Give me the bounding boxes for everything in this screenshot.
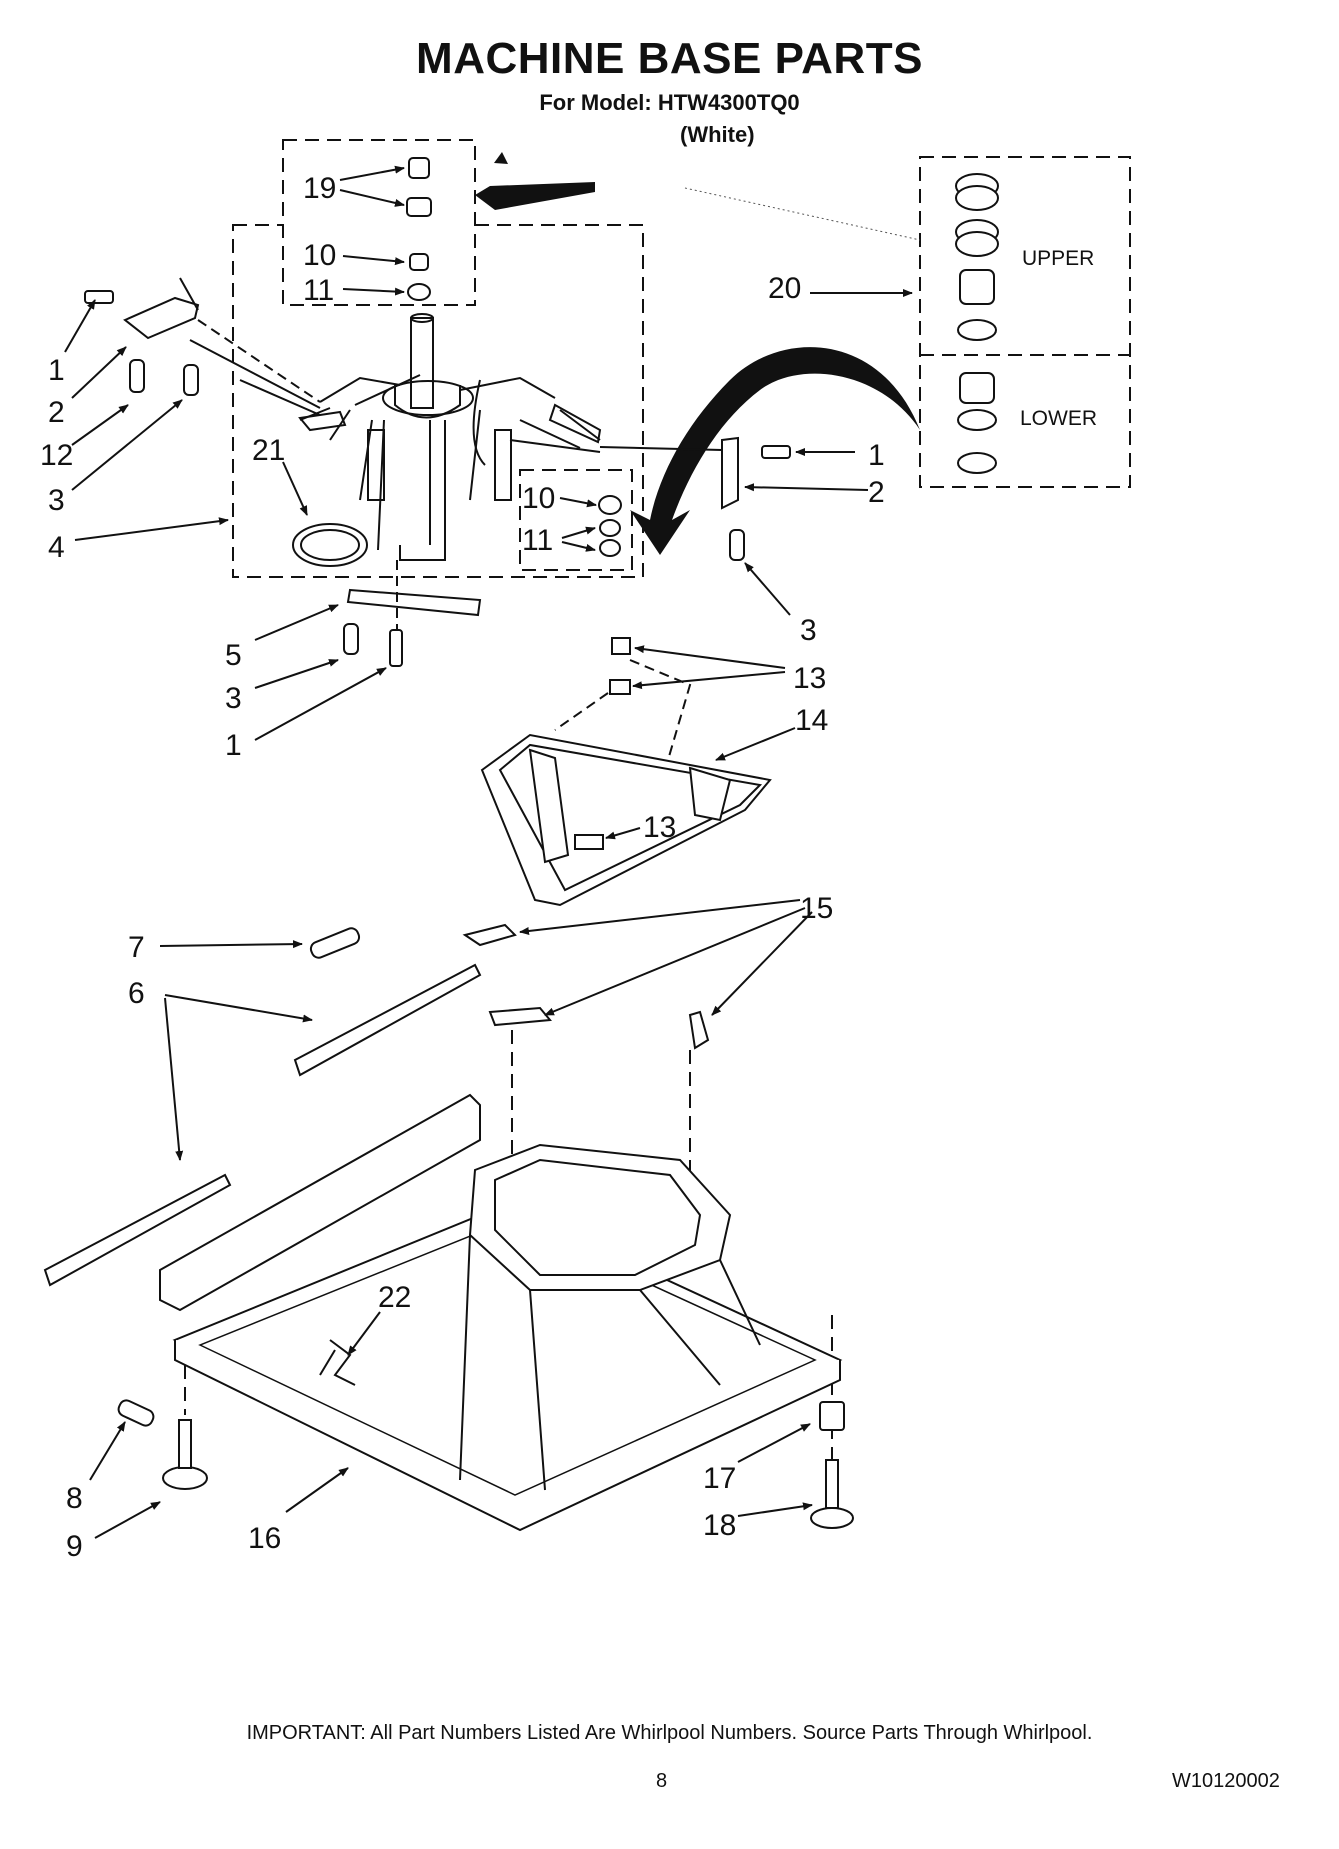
gasket-ring xyxy=(292,523,368,567)
callout-3: 3 xyxy=(800,614,817,647)
dashed-box-snubber-upper xyxy=(282,139,476,306)
callout-3: 3 xyxy=(225,682,242,715)
callout-9: 9 xyxy=(66,1530,83,1563)
leveling-feet xyxy=(117,1399,854,1529)
callout-leaders xyxy=(64,165,913,1539)
callout-1: 1 xyxy=(48,354,65,387)
callout-6: 6 xyxy=(128,977,145,1010)
left-bracket-parts xyxy=(84,277,321,409)
page-title: MACHINE BASE PARTS xyxy=(416,34,923,83)
callout-11: 11 xyxy=(303,274,334,307)
dotted-leader xyxy=(684,187,921,241)
callout-1: 1 xyxy=(225,729,242,762)
callout-numbers: 19 10 11 1 2 12 3 4 21 20 10 11 1 2 3 5 … xyxy=(40,172,885,1563)
curved-arrow-large xyxy=(630,347,920,555)
model-number: For Model: HTW4300TQ0 xyxy=(539,90,800,115)
lower-kit-label: LOWER xyxy=(1020,407,1097,430)
right-bracket-parts xyxy=(599,436,791,561)
machine-base-frame xyxy=(159,1093,843,1532)
callout-5: 5 xyxy=(225,639,242,672)
callout-7: 7 xyxy=(128,931,145,964)
callout-12: 12 xyxy=(40,439,73,472)
footer-note: IMPORTANT: All Part Numbers Listed Are W… xyxy=(246,1722,1093,1744)
callout-16: 16 xyxy=(248,1522,281,1555)
callout-11: 11 xyxy=(522,524,553,557)
callout-22: 22 xyxy=(378,1281,411,1314)
bottom-bracket-parts xyxy=(343,560,482,667)
callout-15: 15 xyxy=(800,892,833,925)
hub-assembly-drawing xyxy=(239,313,602,561)
callout-4: 4 xyxy=(48,531,65,564)
small-arrowhead xyxy=(494,152,508,164)
model-color: (White) xyxy=(680,122,755,147)
arrow-to-snubber xyxy=(475,182,595,210)
callout-2: 2 xyxy=(48,396,65,429)
lower-small-parts xyxy=(43,923,710,1287)
callout-3: 3 xyxy=(48,484,65,517)
bearing-kit-parts xyxy=(955,173,999,474)
callout-10: 10 xyxy=(522,482,555,515)
callout-10: 10 xyxy=(303,239,336,272)
callout-17: 17 xyxy=(703,1462,736,1495)
callout-13: 13 xyxy=(643,811,676,844)
snubber-parts-right xyxy=(598,495,622,557)
document-number: W10120002 xyxy=(1172,1770,1280,1792)
callout-13: 13 xyxy=(793,662,826,695)
callout-8: 8 xyxy=(66,1482,83,1515)
callout-14: 14 xyxy=(795,704,828,737)
page-number: 8 xyxy=(656,1770,668,1792)
callout-2: 2 xyxy=(868,476,885,509)
callout-19: 19 xyxy=(303,172,336,205)
dashed-box-bearing-kit xyxy=(919,156,1131,488)
tub-support-frame xyxy=(480,637,772,907)
callout-1: 1 xyxy=(868,439,885,472)
callout-18: 18 xyxy=(703,1509,736,1542)
upper-kit-label: UPPER xyxy=(1022,247,1094,270)
callout-20: 20 xyxy=(768,272,801,305)
snubber-parts-upper xyxy=(406,157,432,301)
callout-21: 21 xyxy=(252,434,285,467)
dashed-box-snubber-right xyxy=(519,469,633,571)
